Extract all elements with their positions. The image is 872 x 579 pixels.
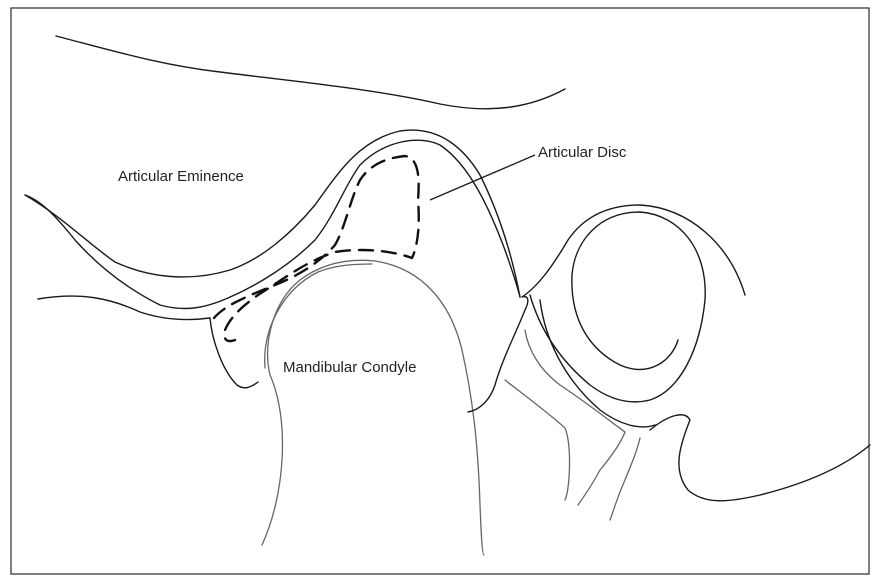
ear-canal-inner-loop [540,300,655,427]
articular-eminence-upper-outline [25,130,520,297]
label-articular-disc: Articular Disc [538,144,627,161]
mandibular-condyle-outline [262,260,484,555]
articular-disc-leader-line [430,155,535,200]
diagram-frame [11,8,869,574]
label-articular-eminence: Articular Eminence [118,168,244,185]
articular-eminence-lower-outline [25,140,520,308]
label-mandibular-condyle: Mandibular Condyle [283,359,416,376]
cranial-base-line [56,36,565,109]
ear-canal-outer-loop [530,212,705,402]
posterior-lower-line-1 [505,380,570,500]
posterior-lower-line-3 [578,432,625,505]
articular-disc-outline [214,156,419,341]
mastoid-contour [650,415,870,501]
